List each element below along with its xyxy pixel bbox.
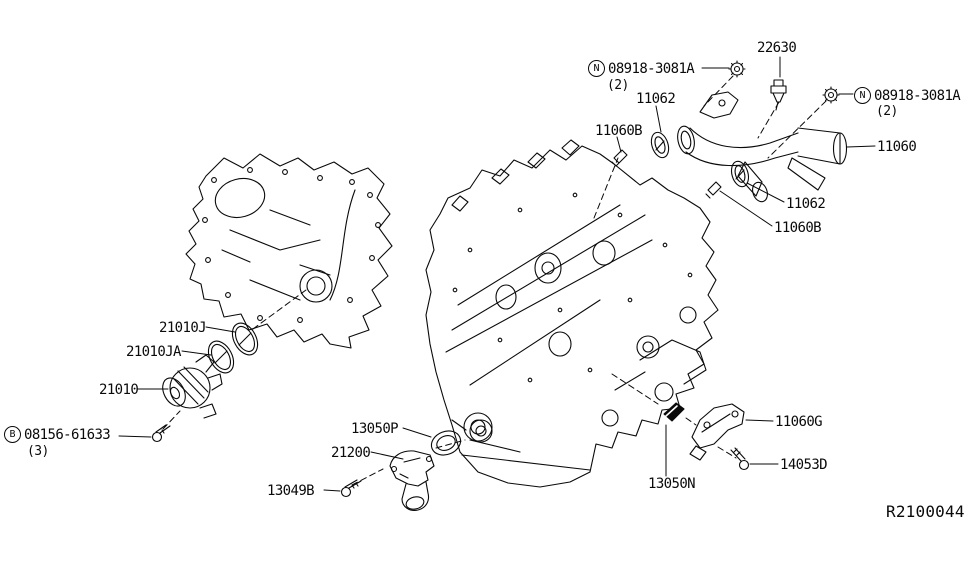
part-label-13050n: 13050N	[648, 476, 696, 492]
thermostat-housing-art	[389, 450, 435, 511]
part-qty-08156: (3)	[27, 444, 49, 459]
part-label-13049b: 13049B	[267, 483, 315, 499]
engine-block-art	[425, 139, 719, 488]
part-number-08156: 08156-61633	[24, 426, 111, 443]
part-number-08918-right: 08918-3081A	[874, 87, 961, 104]
part-label-14053d: 14053D	[780, 457, 828, 473]
gasket-11062-right-art	[730, 160, 750, 188]
part-qty-08918-right: (2)	[876, 104, 898, 119]
nut-08918-left-art	[728, 60, 746, 78]
clip-13050n-art	[663, 402, 685, 422]
part-label-08156: B 08156-61633	[4, 426, 111, 443]
part-label-11060: 11060	[877, 139, 917, 155]
prefix-badge-b: B	[4, 426, 21, 443]
part-label-21010j: 21010J	[159, 320, 207, 336]
part-label-21010ja: 21010JA	[126, 344, 181, 360]
bracket-11060g-art	[689, 403, 745, 461]
part-label-11062-top: 11062	[636, 91, 676, 107]
water-inlet-port-art	[469, 419, 493, 443]
gasket-11062-top-art	[650, 131, 670, 159]
bolt-08156-art	[151, 424, 171, 443]
part-label-08918-right: N 08918-3081A	[854, 87, 961, 104]
oring-21010ja-art	[207, 340, 235, 374]
bolt-14053d-art	[730, 447, 750, 471]
sensor-22630-art	[770, 79, 787, 111]
leader-lines	[118, 56, 876, 492]
part-qty-08918-left: (2)	[607, 78, 629, 93]
assembly-axis-lines	[162, 75, 827, 486]
part-label-08918-left: N 08918-3081A	[588, 60, 695, 77]
part-label-11060b-right: 11060B	[774, 220, 822, 236]
water-pump-art	[162, 354, 223, 419]
stud-11060b-right-art	[705, 181, 722, 199]
stud-11060b-top-art	[611, 149, 628, 167]
part-label-11060b-top: 11060B	[595, 123, 643, 139]
part-label-21010: 21010	[99, 382, 139, 398]
prefix-badge-n-left: N	[588, 60, 605, 77]
oring-21010j-art	[231, 322, 259, 356]
prefix-badge-n-right: N	[854, 87, 871, 104]
part-label-13050p: 13050P	[351, 421, 399, 437]
nut-08918-right-art	[822, 86, 840, 104]
part-label-21200: 21200	[331, 445, 371, 461]
part-label-11060g: 11060G	[775, 414, 823, 430]
part-number-08918-left: 08918-3081A	[608, 60, 695, 77]
part-label-11062-right: 11062	[786, 196, 826, 212]
part-label-22630: 22630	[757, 40, 797, 56]
diagram-ref-code: R2100044	[886, 502, 965, 521]
bolt-13049b-art	[340, 479, 362, 498]
timing-cover-art	[185, 153, 393, 349]
water-outlet-pipe-art	[677, 91, 848, 203]
gasket-13050p-art	[430, 430, 462, 456]
